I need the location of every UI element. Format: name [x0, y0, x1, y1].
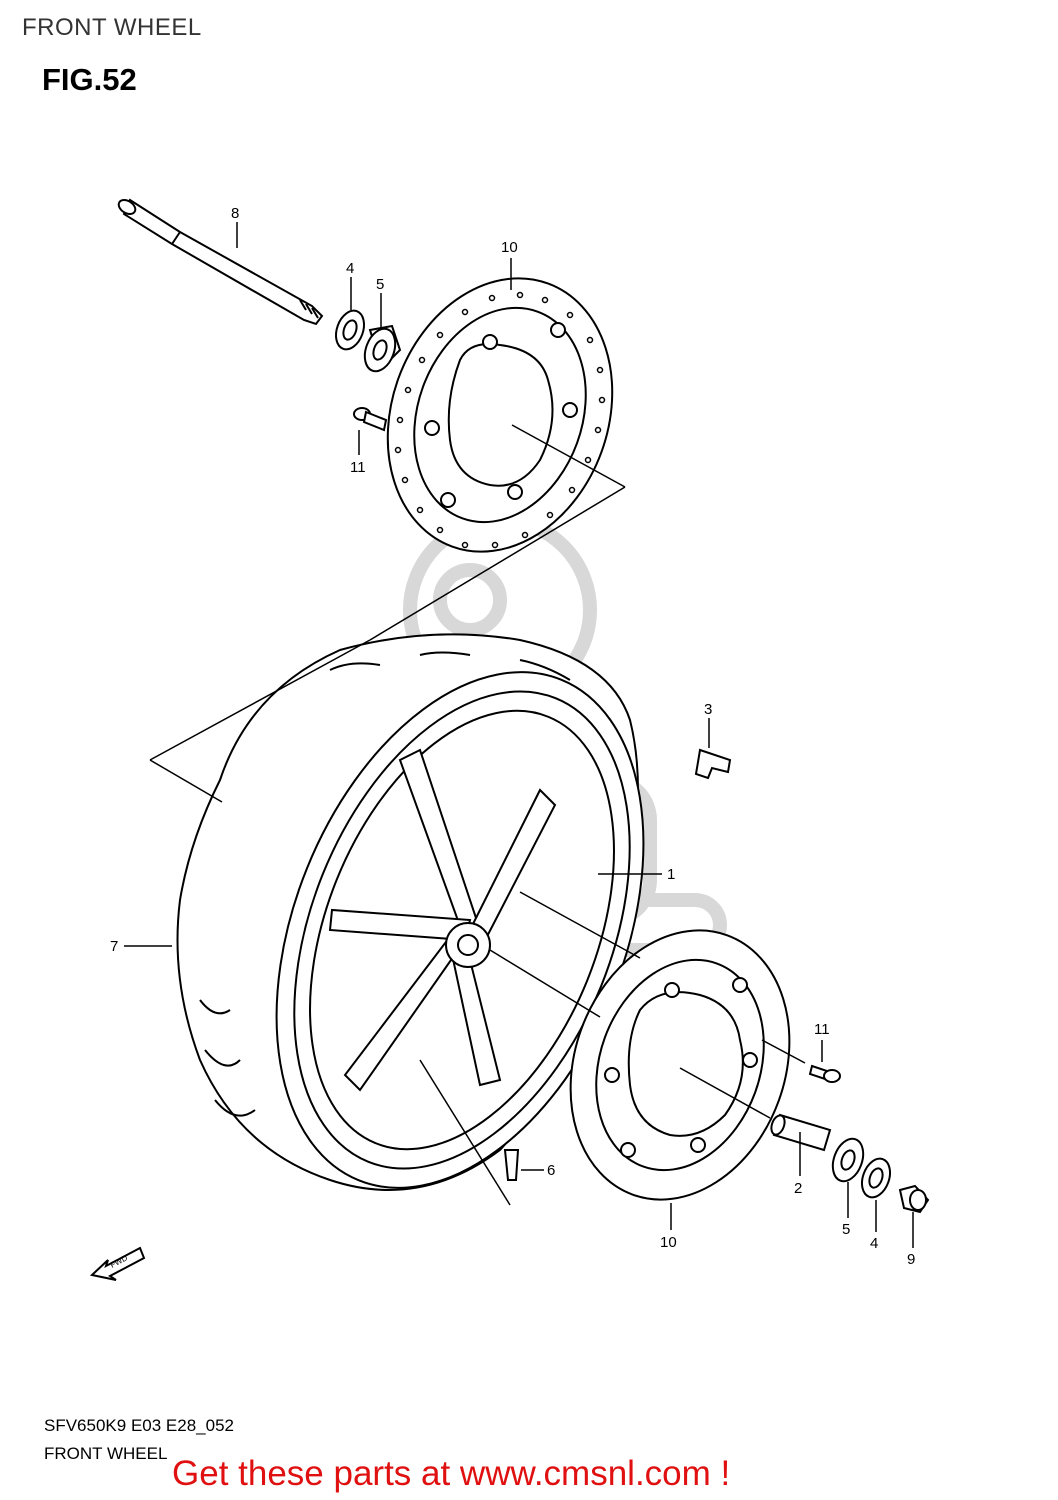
bearing-top	[363, 324, 402, 373]
figure-label: FIG.52	[42, 62, 137, 97]
oil-seal-bottom	[860, 1157, 892, 1199]
axle-collar	[770, 1113, 832, 1152]
callout-3: 3	[704, 701, 712, 718]
callout-6: 6	[547, 1162, 555, 1179]
callout-labels: 8 10 4 5 11 3 1 7 11 6 2 5 4 10 9	[110, 205, 915, 1268]
callout-11-top: 11	[350, 459, 366, 476]
section-title: FRONT WHEEL	[22, 14, 202, 41]
callout-11-bottom: 11	[814, 1021, 830, 1038]
figure-subtitle: FRONT WHEEL	[44, 1444, 168, 1463]
callout-10-top: 10	[501, 239, 518, 256]
valve-stem	[503, 1149, 520, 1181]
callout-10-bottom: 10	[660, 1234, 677, 1251]
disc-bolt-bottom	[808, 1064, 841, 1083]
model-code: SFV650K9 E03 E28_052	[44, 1416, 234, 1435]
callout-1: 1	[667, 866, 675, 883]
callout-9: 9	[907, 1251, 915, 1268]
brake-disc-bottom	[569, 929, 791, 1201]
disc-bolt-top	[353, 407, 388, 432]
front-wheel-rim	[293, 690, 631, 1170]
fwd-arrow-icon: FWD	[89, 1246, 146, 1281]
bearing-bottom	[831, 1137, 865, 1183]
callout-8: 8	[231, 205, 239, 222]
spacer-clip	[694, 748, 732, 780]
callout-4-top: 4	[346, 260, 354, 277]
axle-nut	[898, 1184, 930, 1214]
callout-7: 7	[110, 938, 118, 955]
front-axle	[117, 198, 324, 326]
oil-seal-top	[334, 309, 366, 351]
brake-disc-top	[386, 277, 614, 553]
callout-4-bottom: 4	[870, 1235, 878, 1252]
callout-5-top: 5	[376, 276, 384, 293]
leader-lines	[124, 222, 914, 1248]
callout-2: 2	[794, 1180, 802, 1197]
parts-link-banner[interactable]: Get these parts at www.cmsnl.com !	[172, 1454, 731, 1493]
callout-5-bottom: 5	[842, 1221, 850, 1238]
